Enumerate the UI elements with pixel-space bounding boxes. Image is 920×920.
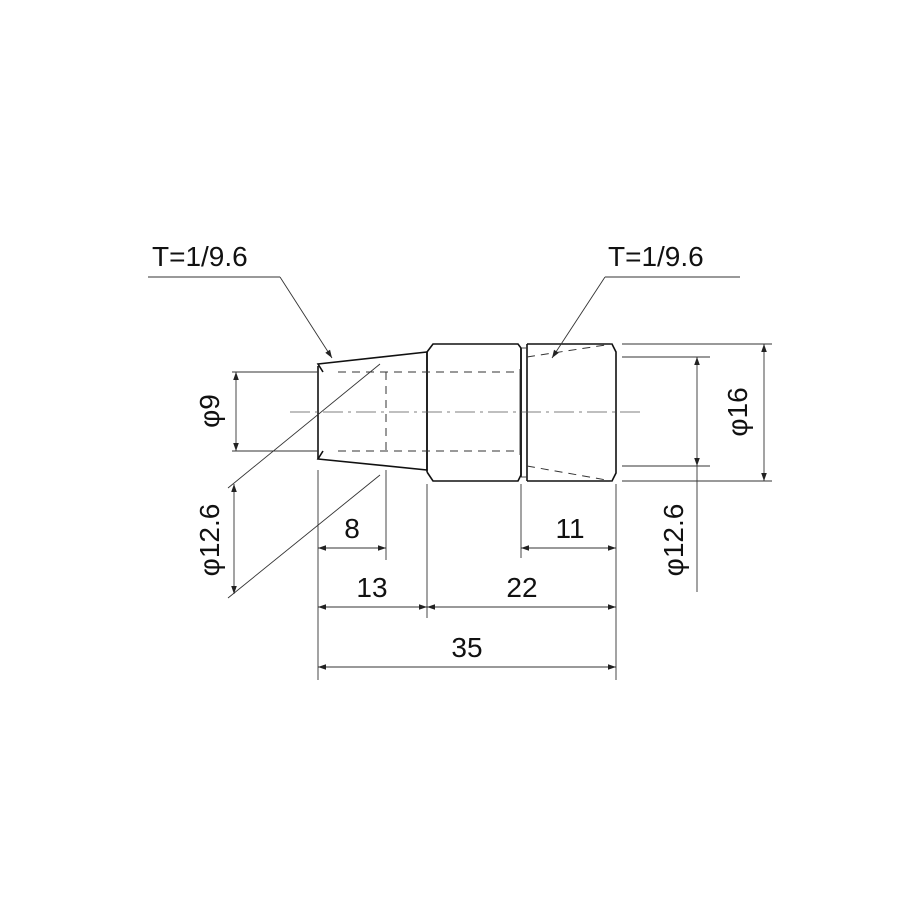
- taper-left-leader: [279, 276, 333, 359]
- taper-leader-right: T=1/9.6: [551, 241, 740, 359]
- part-outline: [316, 343, 617, 482]
- taper-leader-left: T=1/9.6: [148, 241, 333, 359]
- label-8: 8: [344, 513, 360, 544]
- body-right-section: [527, 343, 617, 482]
- label-phi12-6-right: φ12.6: [658, 504, 689, 577]
- label-phi16: φ16: [722, 387, 753, 436]
- dim-phi9: φ9: [194, 371, 318, 452]
- label-11: 11: [555, 513, 584, 544]
- taper-right-leader: [551, 276, 606, 359]
- dim-phi16: φ16: [622, 343, 772, 482]
- taper-right-label: T=1/9.6: [608, 241, 704, 272]
- right-taper-bot-hidden: [526, 465, 613, 482]
- dim-35: 35: [318, 632, 616, 670]
- dim-phi12-6-right: φ12.6: [622, 356, 710, 592]
- dim-8: 8: [318, 513, 386, 551]
- label-35: 35: [451, 632, 482, 663]
- label-22: 22: [506, 572, 537, 603]
- dim-phi12-6-left: φ12.6: [194, 363, 381, 599]
- extension-lines: [317, 470, 617, 680]
- label-13: 13: [356, 572, 387, 603]
- dim-13: 13: [318, 572, 427, 610]
- hidden-lines: [338, 343, 613, 482]
- label-phi12-6-left: φ12.6: [194, 504, 225, 577]
- leader-phi12-6-left-2: [227, 474, 381, 599]
- dim-11: 11: [521, 513, 616, 551]
- body-left-section: [426, 343, 522, 482]
- right-taper-top-hidden: [526, 343, 613, 358]
- label-phi9: φ9: [194, 394, 225, 428]
- leader-phi12-6-left-1: [227, 363, 381, 489]
- taper-left-label: T=1/9.6: [152, 241, 248, 272]
- dim-22: 22: [427, 572, 616, 610]
